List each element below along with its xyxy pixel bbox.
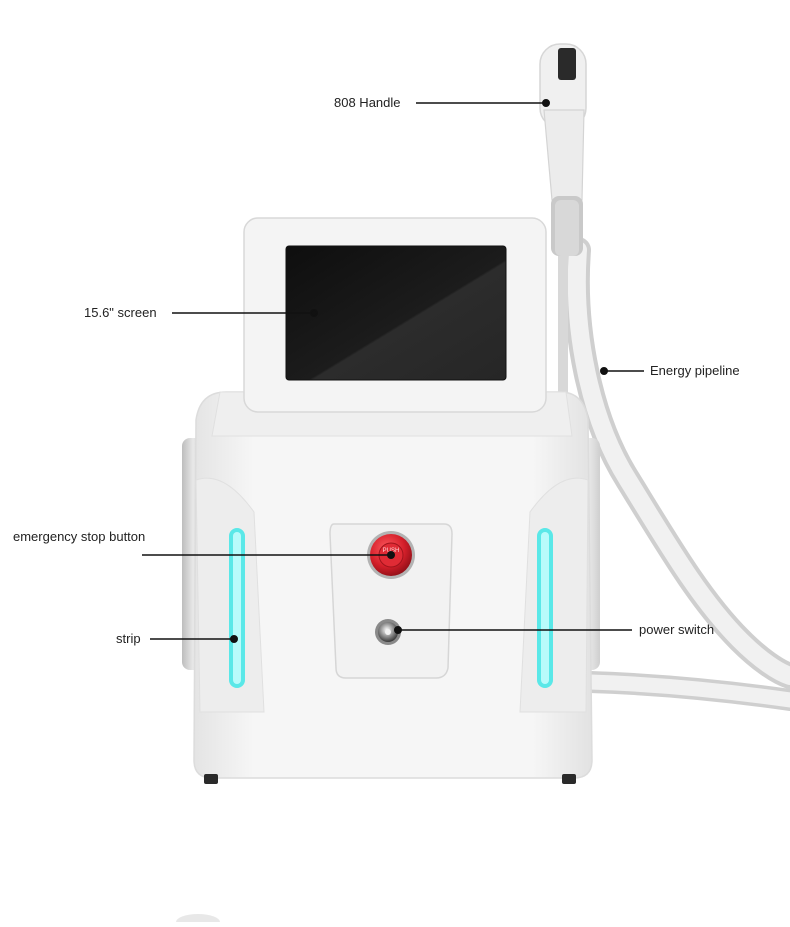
handle-holder xyxy=(558,250,568,410)
handle-callout-dot xyxy=(541,99,550,108)
right-foot xyxy=(562,774,576,784)
left-led-strip xyxy=(229,528,245,688)
handle-window xyxy=(558,48,576,80)
left-foot xyxy=(204,774,218,784)
callout-808-handle: 808 Handle xyxy=(334,95,401,110)
power-callout-dot xyxy=(393,625,402,634)
pipeline-callout-dot xyxy=(599,366,608,375)
right-front-panel xyxy=(519,477,589,713)
strip-callout-dot xyxy=(230,634,239,643)
callout-power-switch: power switch xyxy=(639,622,715,637)
callout-strip: strip xyxy=(116,631,141,646)
808-handle xyxy=(539,43,587,256)
callout-screen: 15.6" screen xyxy=(84,305,157,320)
right-led-strip xyxy=(537,528,553,688)
control-plate xyxy=(329,523,453,679)
display-screen xyxy=(285,245,507,381)
power-switch[interactable] xyxy=(375,619,401,645)
estop-callout-dot xyxy=(386,550,395,559)
callout-energy-pipeline: Energy pipeline xyxy=(650,363,740,378)
callout-emergency-stop: emergency stop button xyxy=(13,529,146,544)
screen-callout-dot xyxy=(309,308,318,317)
